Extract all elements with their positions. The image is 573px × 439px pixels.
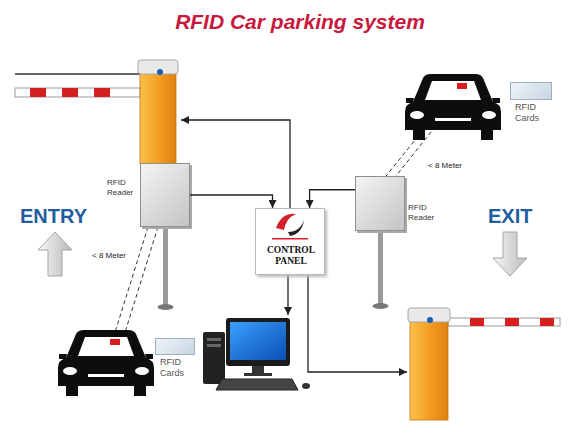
car — [405, 74, 501, 140]
monitor-base — [244, 373, 272, 376]
exit-barrier — [408, 308, 560, 420]
reader-pole — [163, 226, 168, 306]
signal-line — [308, 275, 407, 372]
company-logo — [272, 214, 308, 240]
barrier-arm — [448, 318, 560, 326]
arm-stripe — [62, 88, 78, 97]
signal-arrow — [190, 195, 273, 208]
drive-slot — [207, 338, 221, 341]
node-text: CONTROL PANEL — [256, 245, 326, 267]
car — [58, 330, 154, 396]
barrier-light — [427, 317, 433, 323]
node-text: RFID Reader — [107, 178, 137, 198]
distance-label: < 8 Meter — [92, 251, 126, 260]
computer — [203, 318, 310, 390]
node-text: RFID Reader — [408, 203, 438, 223]
barrier-edge — [15, 73, 140, 75]
direction-label: EXIT — [488, 205, 532, 228]
control-panel: CONTROL PANEL — [255, 208, 325, 275]
signal-line — [287, 275, 288, 315]
dashed-leader — [122, 227, 158, 342]
logo-rule — [272, 238, 308, 240]
signal-arrow — [310, 190, 355, 208]
rfid-reader: RFID Reader — [140, 163, 190, 227]
mouse — [302, 383, 310, 389]
cpu-tower — [203, 332, 225, 384]
barrier-arm — [15, 88, 140, 97]
arm-stripe — [470, 318, 484, 326]
direction-arrow — [38, 232, 72, 276]
barrier-post — [410, 320, 448, 420]
rfid-card: RFID Cards — [510, 82, 552, 100]
pole-base — [158, 304, 174, 310]
barrier-cap — [408, 308, 450, 322]
keyboard — [216, 379, 298, 390]
direction-arrow — [493, 232, 527, 276]
node-text: RFID Cards — [515, 102, 545, 124]
barrier-cap — [138, 60, 178, 74]
rfid-reader: RFID Reader — [355, 176, 405, 231]
pole-base — [373, 303, 389, 309]
monitor — [226, 318, 290, 366]
signal-line — [181, 120, 290, 208]
diagram-title: RFID Car parking system — [0, 10, 573, 34]
signal-lines — [181, 120, 407, 372]
entry-barrier — [15, 60, 178, 164]
direction-label: ENTRY — [20, 205, 87, 228]
logo-swoosh — [276, 214, 296, 230]
rfid-card: RFID Cards — [155, 338, 195, 355]
node-text: RFID Cards — [160, 357, 190, 379]
arm-stripe — [540, 318, 554, 326]
arm-stripe — [94, 88, 110, 97]
drive-slot — [207, 344, 221, 347]
monitor-screen — [230, 322, 286, 360]
distance-label: < 8 Meter — [428, 161, 462, 170]
arm-stripe — [505, 318, 519, 326]
dashed-leader — [112, 227, 148, 342]
barrier-light — [157, 69, 163, 75]
barrier-post — [140, 72, 176, 164]
monitor-stand — [252, 366, 264, 374]
arm-stripe — [30, 88, 46, 97]
logo-swoosh — [288, 220, 304, 236]
reader-pole — [378, 231, 383, 305]
